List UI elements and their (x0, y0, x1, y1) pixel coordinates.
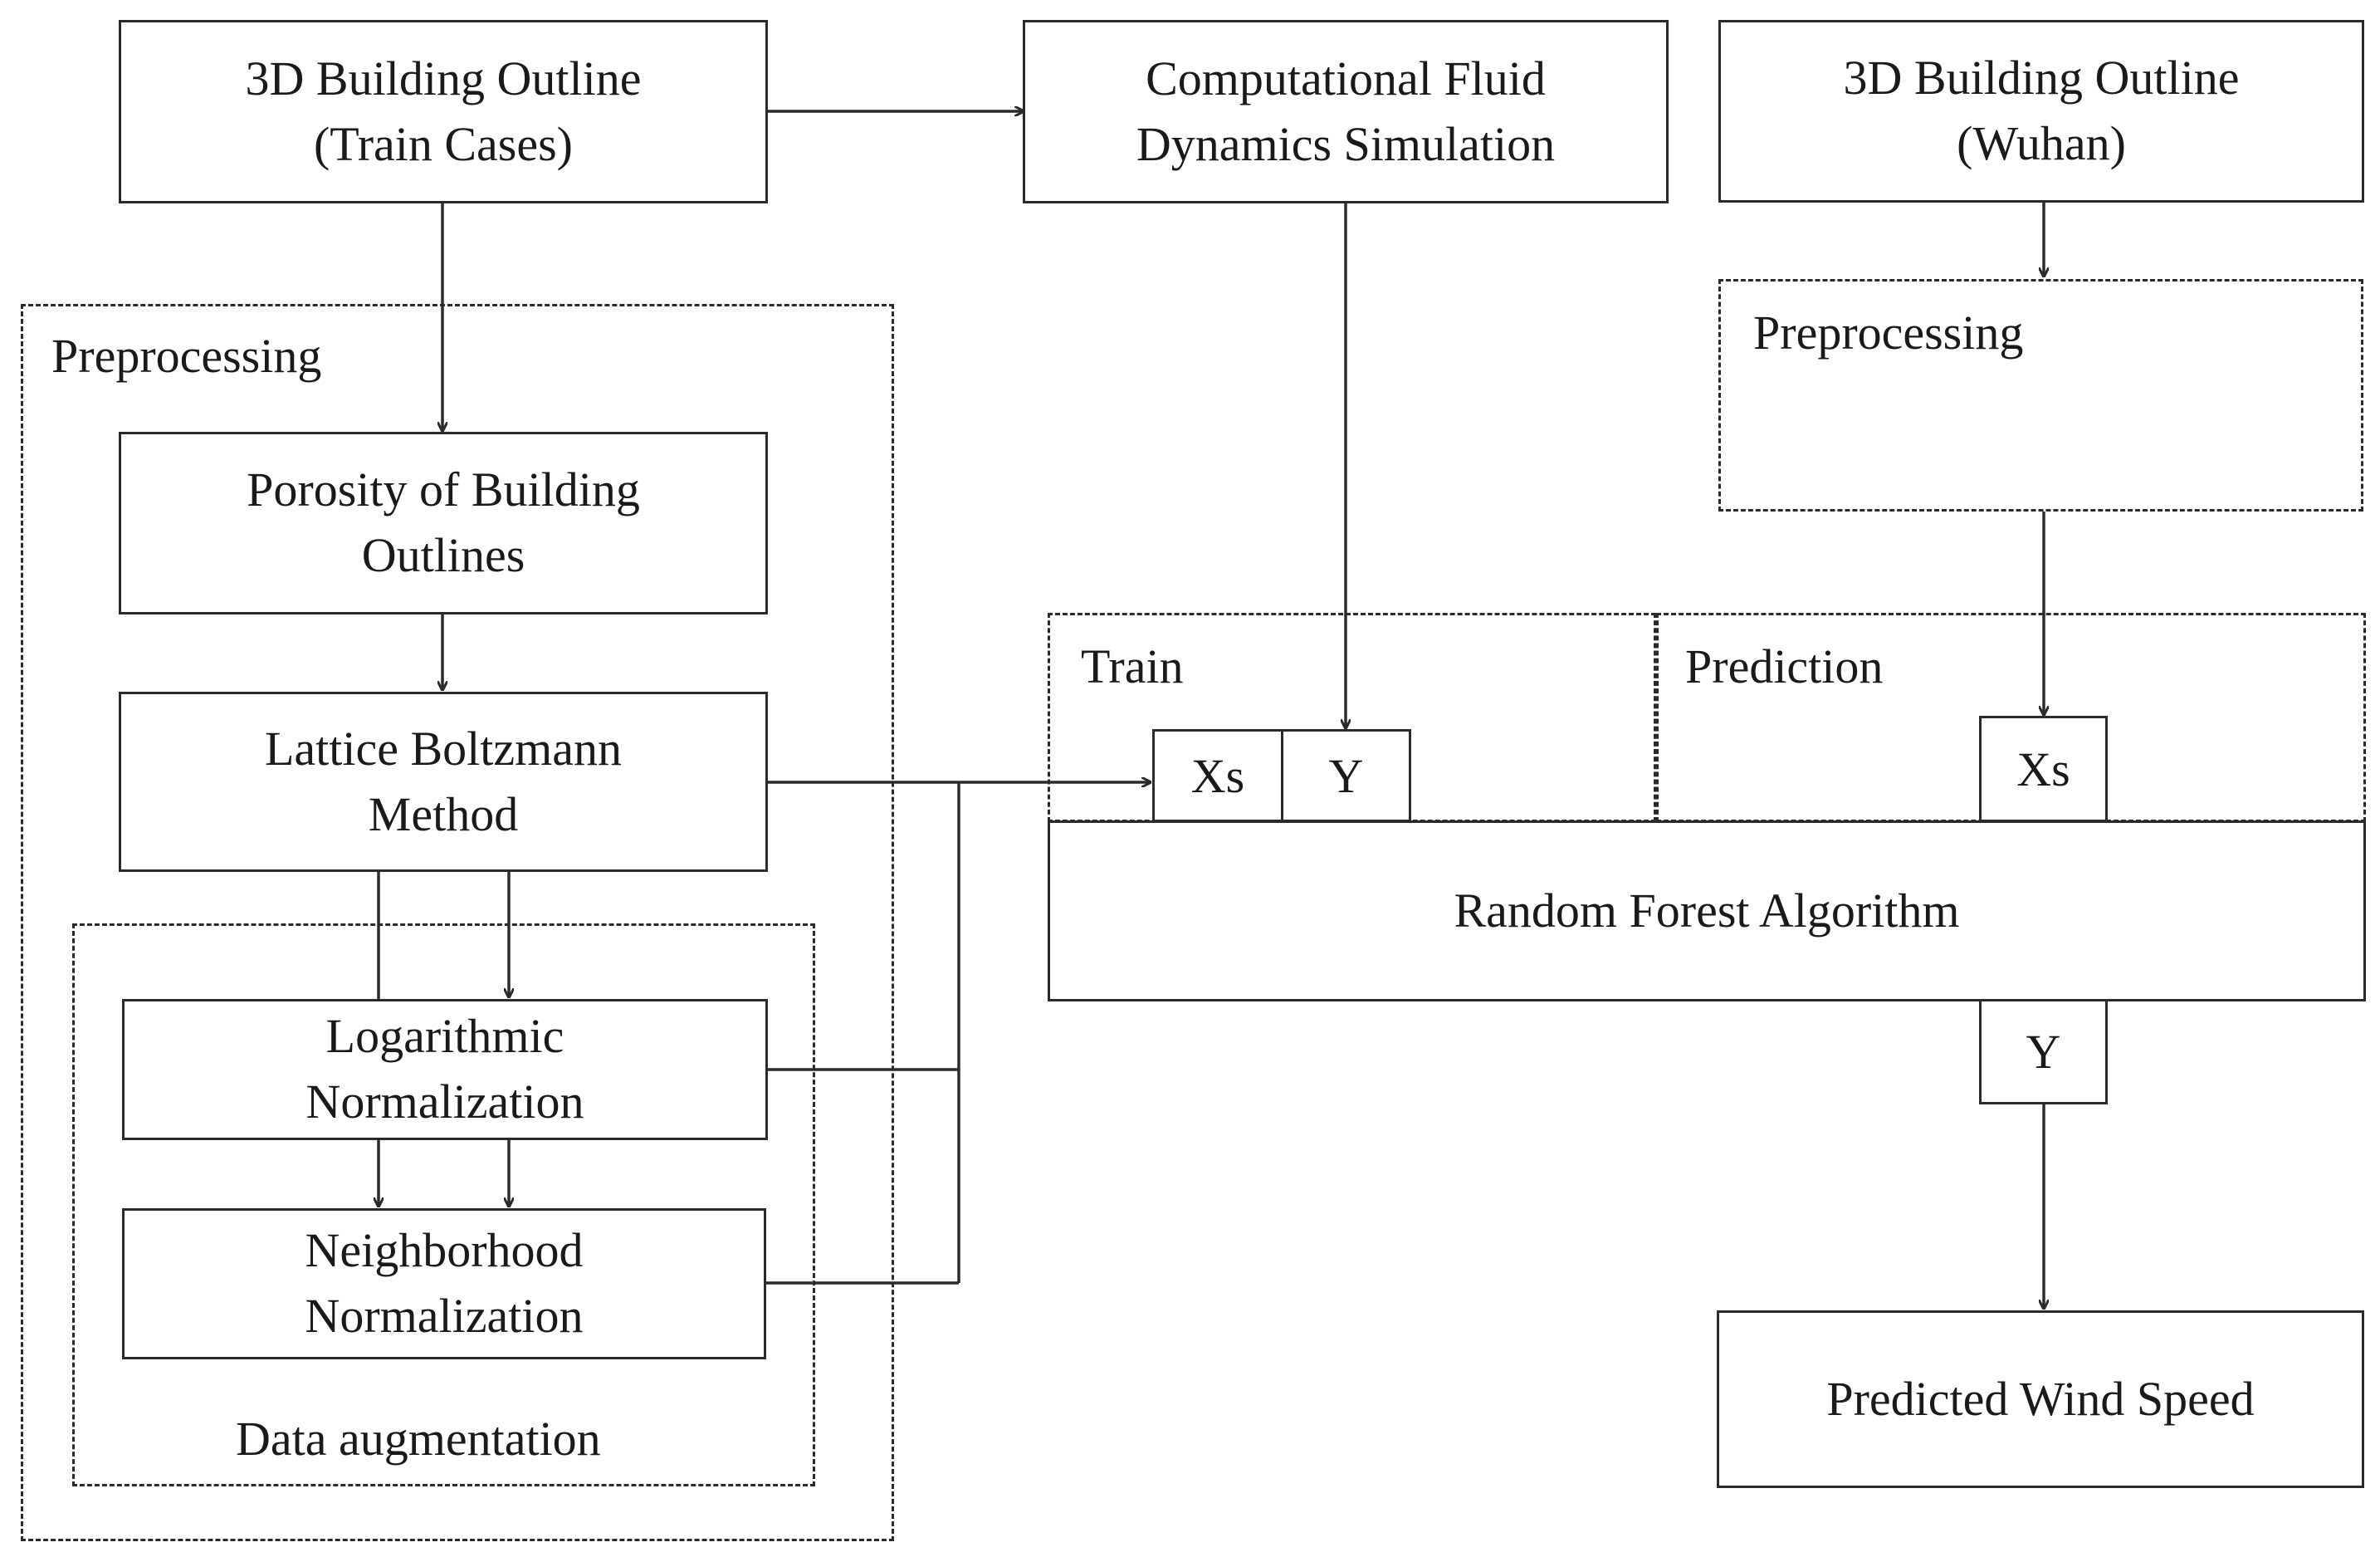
train-y-label: Y (1328, 748, 1364, 803)
data-augmentation-label: Data augmentation (236, 1412, 601, 1466)
building-outline-wuhan-box: 3D Building Outline (Wuhan) (1718, 20, 2364, 203)
preprocessing-group-right-label: Preprocessing (1753, 306, 2024, 360)
random-forest-label: Random Forest Algorithm (1454, 883, 1960, 938)
preprocessing-group-right (1718, 279, 2363, 512)
porosity-line1: Porosity of Building (247, 463, 640, 517)
logarithmic-normalization-line2: Normalization (305, 1075, 584, 1129)
preprocessing-group-left (21, 304, 894, 1541)
random-forest-box: Random Forest Algorithm (1048, 820, 2366, 1001)
cfd-simulation-line2: Dynamics Simulation (1136, 116, 1556, 171)
building-outline-train-box: 3D Building Outline (Train Cases) (119, 20, 768, 203)
prediction-group-label: Prediction (1685, 639, 1884, 693)
train-xs-cell: Xs (1152, 729, 1283, 822)
predicted-wind-speed-label: Predicted Wind Speed (1826, 1371, 2255, 1426)
building-outline-wuhan-line2: (Wuhan) (1957, 116, 2126, 170)
porosity-line2: Outlines (361, 528, 525, 582)
logarithmic-normalization-box: Logarithmic Normalization (122, 999, 768, 1140)
lattice-boltzmann-box: Lattice Boltzmann Method (119, 692, 768, 872)
preprocessing-group-left-label: Preprocessing (51, 329, 322, 383)
train-xs-label: Xs (1190, 748, 1245, 803)
neighborhood-normalization-line2: Normalization (305, 1289, 584, 1343)
data-augmentation-group (72, 923, 815, 1486)
lattice-boltzmann-line1: Lattice Boltzmann (264, 721, 622, 776)
prediction-xs-label: Xs (2016, 742, 2070, 796)
building-outline-train-line1: 3D Building Outline (245, 51, 642, 105)
prediction-xs-cell: Xs (1979, 716, 2108, 822)
cfd-simulation-line1: Computational Fluid (1146, 51, 1546, 105)
train-group-label: Train (1081, 639, 1184, 693)
output-y-label: Y (2026, 1025, 2061, 1079)
building-outline-train-line2: (Train Cases) (313, 116, 573, 171)
neighborhood-normalization-line1: Neighborhood (305, 1223, 584, 1278)
lattice-boltzmann-line2: Method (368, 786, 519, 841)
neighborhood-normalization-box: Neighborhood Normalization (122, 1208, 766, 1359)
logarithmic-normalization-line1: Logarithmic (325, 1009, 564, 1064)
building-outline-wuhan-line1: 3D Building Outline (1843, 51, 2240, 105)
predicted-wind-speed-box: Predicted Wind Speed (1717, 1310, 2364, 1488)
output-y-cell: Y (1979, 999, 2108, 1104)
train-y-cell: Y (1281, 729, 1411, 822)
porosity-box: Porosity of Building Outlines (119, 432, 768, 614)
cfd-simulation-box: Computational Fluid Dynamics Simulation (1023, 20, 1669, 203)
